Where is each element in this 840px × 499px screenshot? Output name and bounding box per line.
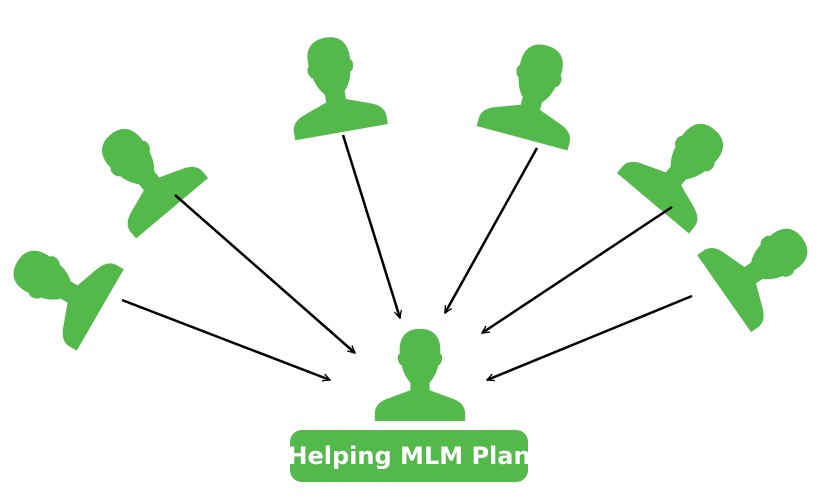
person-far-right-icon — [697, 200, 830, 333]
plan-title-label: Helping MLM Plan — [287, 430, 531, 482]
person-left-icon — [74, 104, 209, 239]
person-top-left-icon — [278, 29, 388, 141]
person-center-icon — [374, 328, 466, 421]
arrow-top-left — [341, 134, 400, 318]
arrow-right — [482, 205, 673, 335]
person-top-right-icon — [476, 33, 593, 151]
arrow-top-right — [443, 147, 539, 313]
arrow-left — [174, 194, 355, 353]
person-far-left-icon — [0, 221, 124, 351]
arrow-far-left — [121, 298, 330, 380]
person-right-icon — [616, 99, 751, 234]
arrow-far-right — [487, 294, 693, 380]
